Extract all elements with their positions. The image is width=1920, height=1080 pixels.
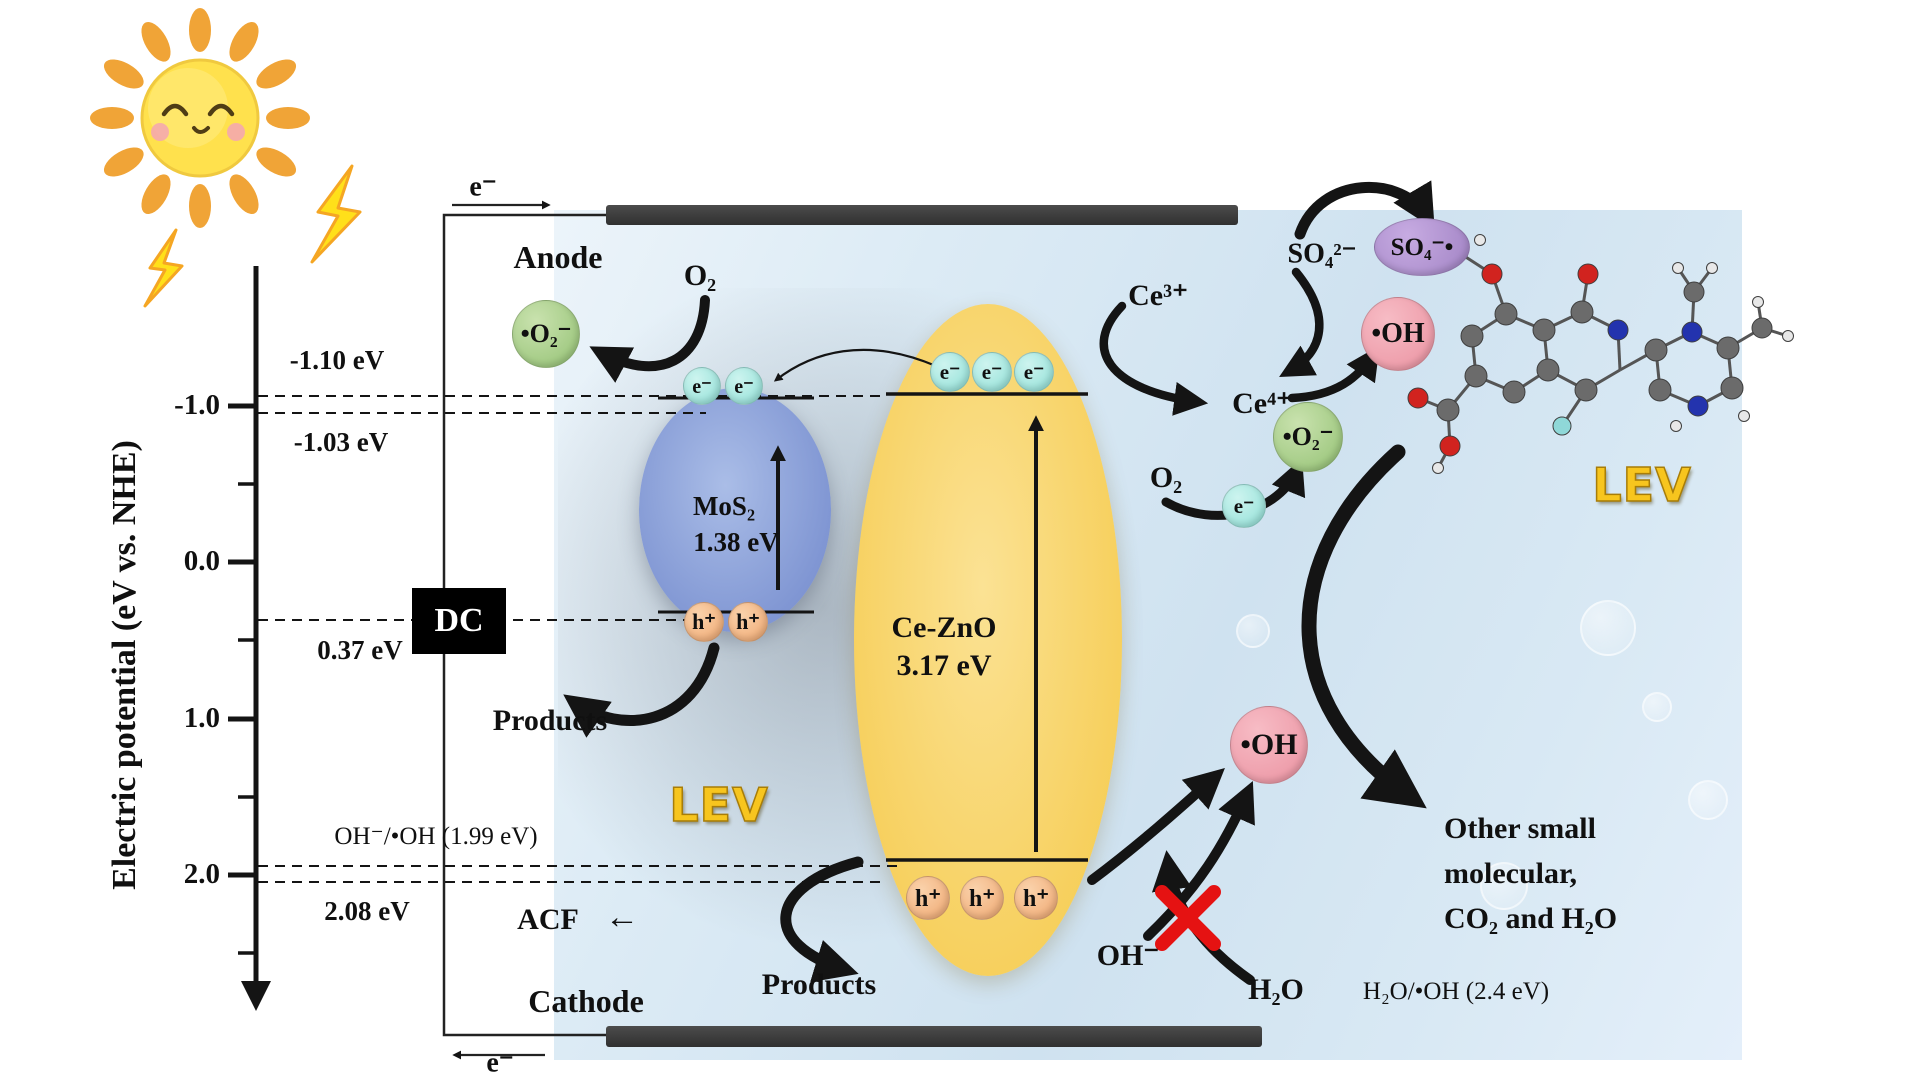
cezno-bandgap: 3.17 eV (896, 649, 992, 683)
arrow-holes-to-products-bottom (780, 856, 864, 983)
lightning-icon (143, 228, 184, 308)
arrow-ce4-to-hydroxyl (1287, 345, 1380, 403)
anode-electrode-bar (606, 205, 1238, 225)
mos2-electron-chip: e⁻ (725, 367, 763, 405)
oh-couple-level-label: OH⁻/•OH (1.99 eV) (334, 823, 538, 850)
acf-label: ACF (517, 903, 579, 937)
dc-power-box: DC (412, 588, 506, 654)
ce4-label: Ce⁴⁺ (1232, 387, 1292, 421)
arrow-ce3-to-ce4 (1099, 301, 1209, 416)
cathode-label: Cathode (528, 983, 644, 1020)
lev-label-right: LEV (1592, 458, 1692, 513)
acf-arrow-icon: ← (605, 898, 639, 936)
cezno-hole-chip: h⁺ (906, 876, 950, 920)
ce3-label: Ce³⁺ (1128, 279, 1188, 313)
mos2-hole-chip: h⁺ (684, 602, 724, 642)
water-label: H₂O (1248, 973, 1304, 1007)
mos2-vb-level-label: 0.37 eV (317, 634, 403, 665)
bubble (1236, 614, 1270, 648)
cezno-electron-chip: e⁻ (972, 352, 1012, 392)
mos2-electron-chip: e⁻ (683, 367, 721, 405)
anode-label: Anode (513, 239, 603, 276)
arrow-lev-degradation (1301, 444, 1427, 809)
o2-label-right: O₂ (1149, 461, 1183, 495)
bandgap-excitation-arrows (770, 415, 1044, 852)
sulfate-label: SO₄²⁻ (1287, 238, 1357, 270)
cezno-hole-chip: h⁺ (960, 876, 1004, 920)
bubble (1642, 692, 1672, 722)
arrow-sulfate-to-ce4 (1279, 267, 1324, 377)
superoxide-chip-top: •O₂⁻ (512, 300, 580, 368)
lev-molecule (1407, 224, 1794, 474)
cathode-electrode-bar (606, 1026, 1262, 1047)
products-label-left: Products (492, 704, 608, 738)
o2-label-top: O₂ (683, 259, 717, 293)
lightning-icons (143, 164, 362, 308)
reaction-arrows (563, 180, 1435, 985)
mos2-band-ellipse (639, 388, 831, 632)
arrow-o2-to-superoxide (589, 295, 710, 383)
products-label-bottom: Products (761, 968, 877, 1002)
cezno-electron-chip: e⁻ (1014, 352, 1054, 392)
bubble (1480, 862, 1528, 910)
sun-icon (90, 8, 310, 228)
cezno-vb-level-label: 2.08 eV (324, 895, 410, 926)
cezno-band-ellipse (854, 304, 1122, 976)
arrow-holes-to-hydroxyl (1087, 767, 1225, 885)
red-cross-icon (1155, 885, 1221, 951)
electron-label-top: e⁻ (469, 171, 497, 203)
hydroxide-label: OH⁻ (1096, 939, 1160, 973)
hydroxyl-chip-bottom: •OH (1230, 706, 1308, 784)
tick-label-minus1: -1.0 (174, 389, 220, 421)
bubble (1580, 600, 1636, 656)
mos2-hole-chip: h⁺ (728, 602, 768, 642)
h2o-couple-level-label: H₂O/•OH (2.4 eV) (1362, 978, 1550, 1005)
arrow-sulfate-to-sulfate-radical (1294, 180, 1435, 240)
potential-axis (228, 266, 271, 1011)
cezno-cb-level-label: -1.03 eV (293, 426, 389, 457)
cezno-name: Ce-ZnO (891, 611, 997, 645)
mos2-name: MoS₂ (692, 490, 756, 521)
sulfate-radical-chip: SO₄⁻• (1374, 218, 1470, 276)
arrow-hydroxide-to-hydroxyl (1143, 781, 1255, 941)
tick-label-1: 1.0 (183, 702, 220, 734)
mos2-bandgap: 1.38 eV (693, 526, 779, 557)
cezno-electron-chip: e⁻ (930, 352, 970, 392)
arrow-holes-to-products-left (563, 642, 720, 738)
cezno-hole-chip: h⁺ (1014, 876, 1058, 920)
tick-label-0: 0.0 (183, 545, 220, 577)
arrow-electron-transfer-cb (773, 348, 938, 382)
tick-label-2: 2.0 (183, 858, 220, 890)
lev-label-left: LEV (669, 778, 769, 833)
mos2-cb-level-label: -1.10 eV (289, 344, 385, 375)
electron-label-bottom: e⁻ (486, 1047, 514, 1079)
lightning-icon (310, 164, 362, 264)
degradation-products-label: Other small molecular, CO₂ and H₂O (1444, 812, 1618, 935)
electron-chip-right: e⁻ (1222, 484, 1266, 528)
superoxide-chip-right: •O₂⁻ (1273, 402, 1343, 472)
bubble (1688, 780, 1728, 820)
hydroxyl-chip-top: •OH (1361, 297, 1435, 371)
